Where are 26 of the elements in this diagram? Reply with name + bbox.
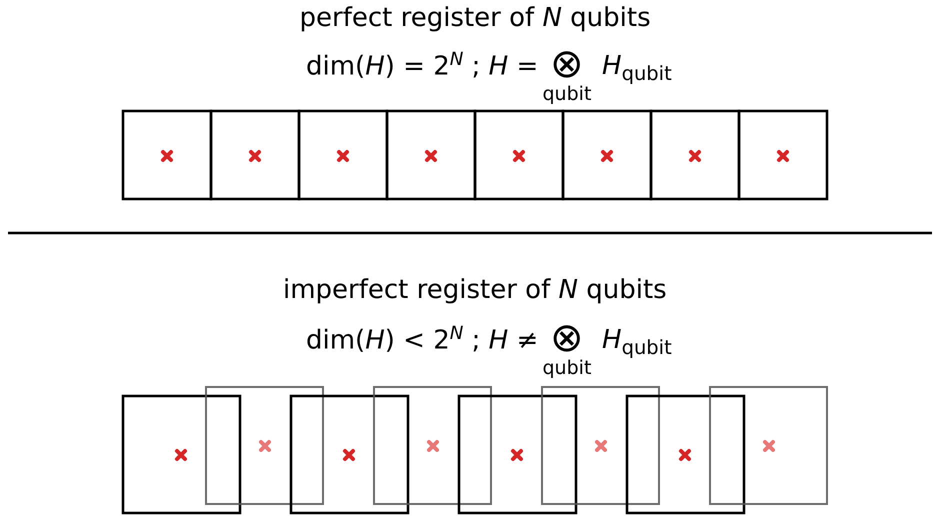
faded-qubit-box bbox=[541, 386, 660, 505]
qubit-box bbox=[562, 110, 652, 200]
qubit-box bbox=[298, 110, 388, 200]
qubit-box bbox=[290, 394, 410, 514]
formula-subscript: qubit bbox=[542, 84, 592, 105]
tensor-product-symbol: ⊗ bbox=[550, 316, 584, 360]
qubit-box bbox=[458, 394, 578, 514]
qubit-box bbox=[386, 110, 476, 200]
qubit-box bbox=[650, 110, 740, 200]
heading: perfect register of N qubits bbox=[300, 4, 651, 33]
faded-qubit-box bbox=[373, 386, 492, 505]
qubit-box bbox=[210, 110, 300, 200]
qubit-box bbox=[626, 394, 746, 514]
faded-qubit-box bbox=[205, 386, 324, 505]
qubit-box bbox=[474, 110, 564, 200]
qubit-box bbox=[738, 110, 828, 200]
formula-subscript: qubit bbox=[542, 358, 592, 379]
formula: dim(H) = 2$^{N}$ ; H = bbox=[306, 50, 538, 82]
qubit-box bbox=[122, 394, 242, 514]
formula: H$_{qubit}$ bbox=[602, 326, 672, 359]
qubit-box bbox=[122, 110, 212, 200]
heading: imperfect register of N qubits bbox=[283, 276, 667, 305]
faded-qubit-box bbox=[709, 386, 828, 505]
tensor-product-symbol: ⊗ bbox=[550, 42, 584, 86]
formula: dim(H) < 2$^{N}$ ; H ≠ bbox=[306, 324, 538, 356]
formula: H$_{qubit}$ bbox=[602, 52, 672, 85]
